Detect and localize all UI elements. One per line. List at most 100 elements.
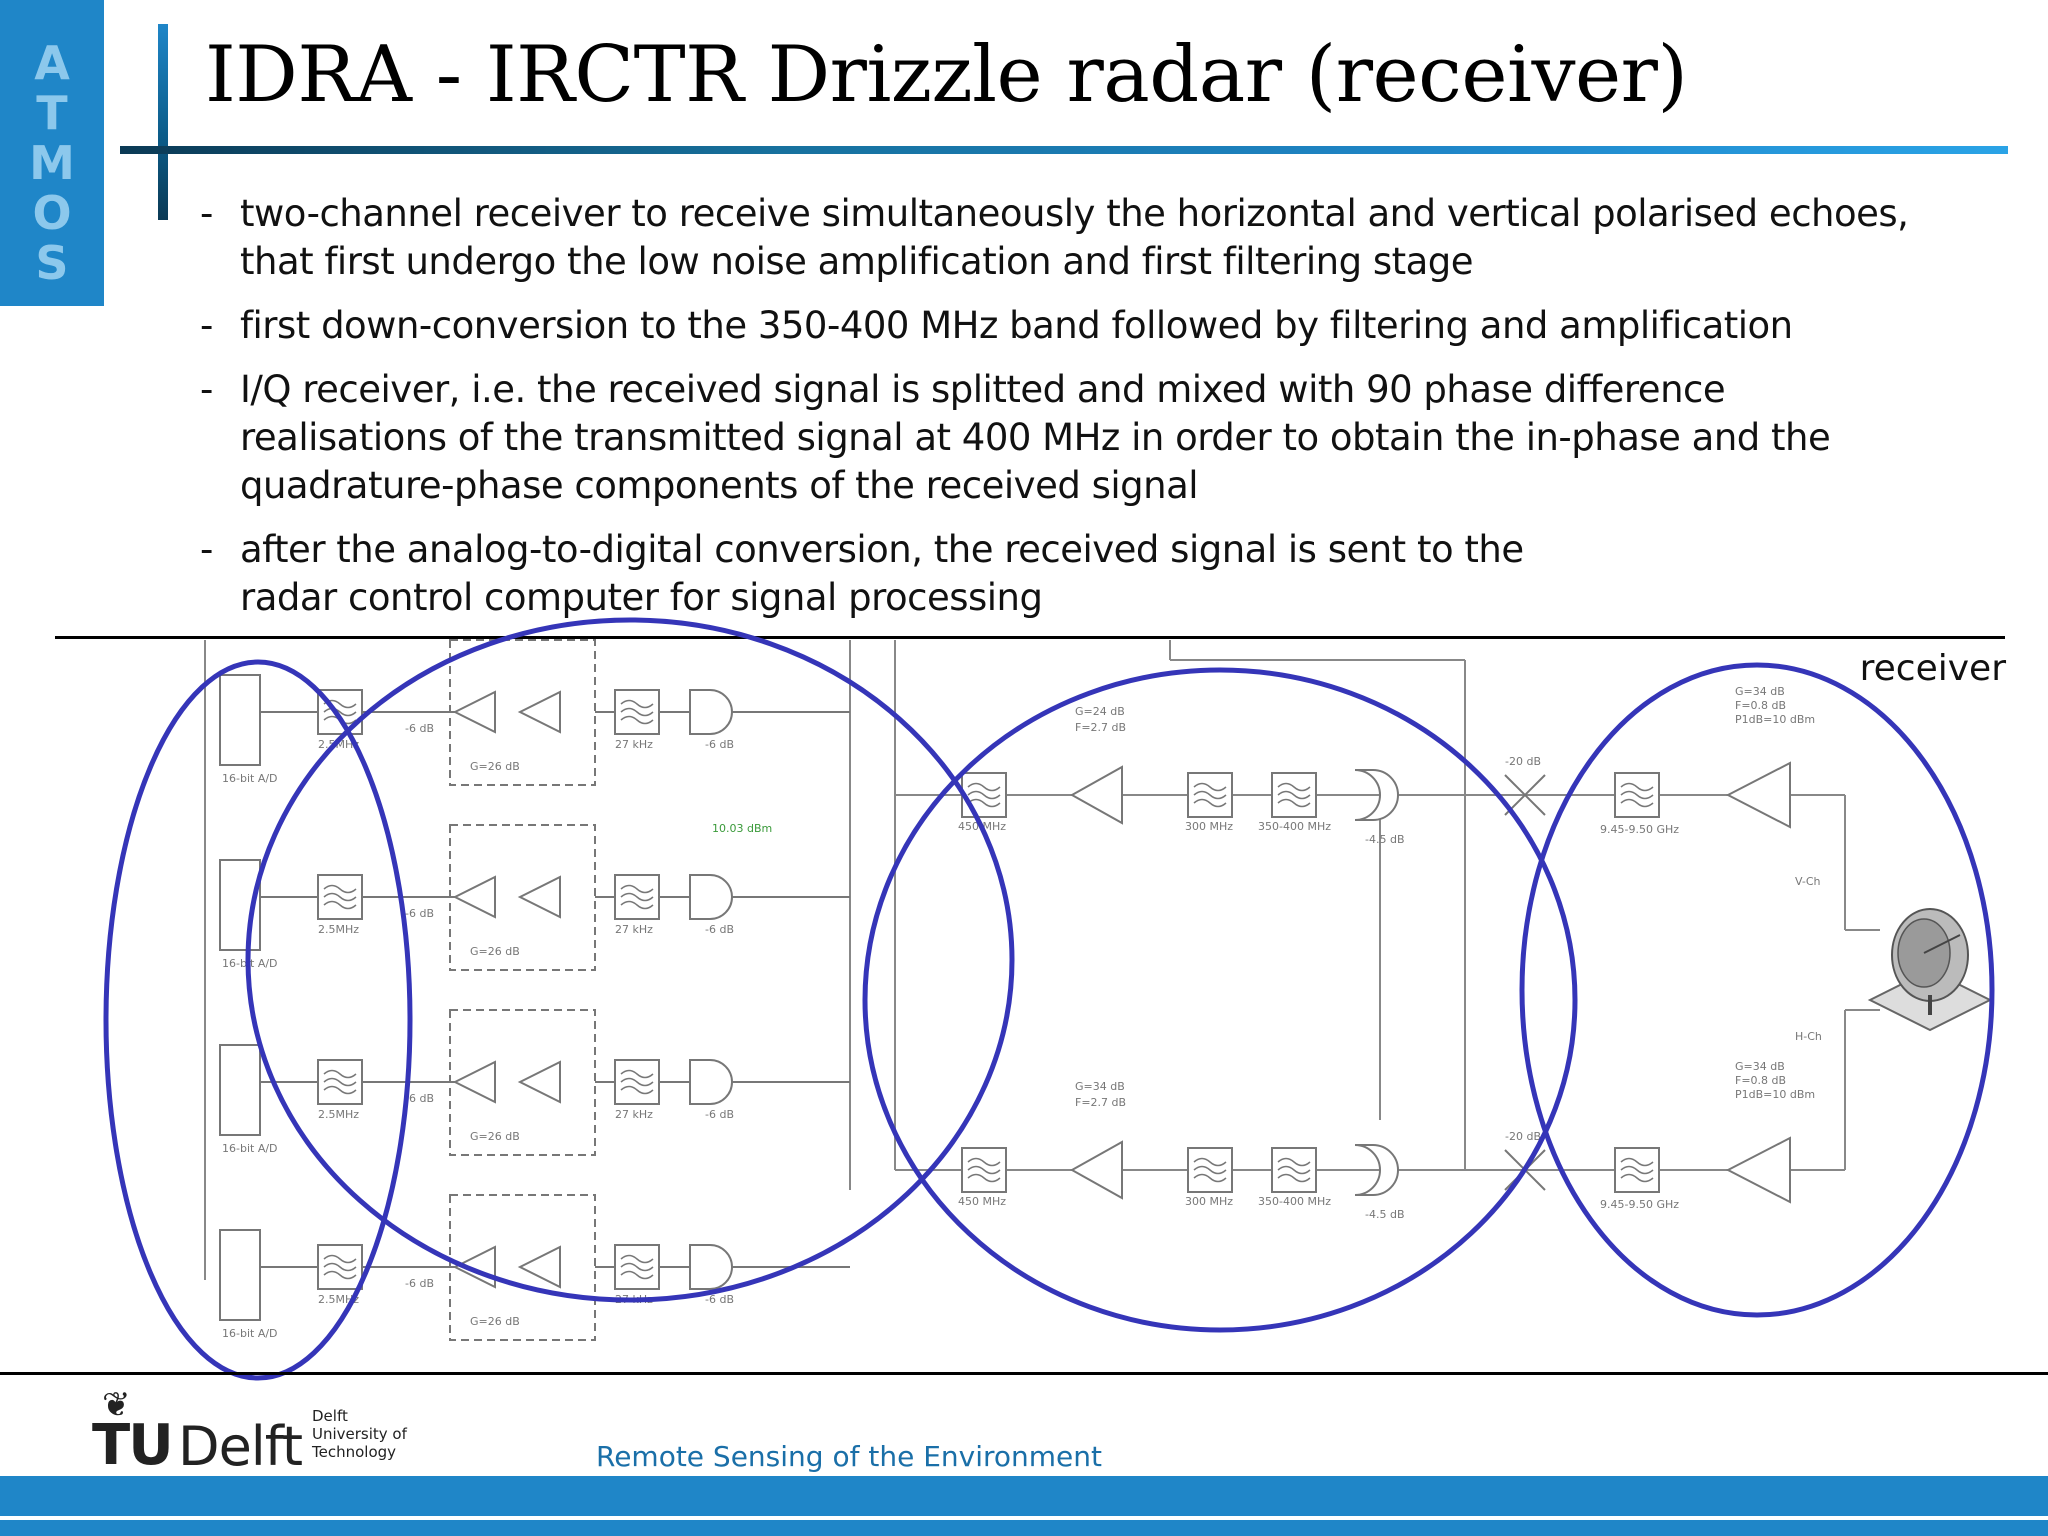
filter-wave bbox=[323, 1085, 357, 1095]
filter-wave bbox=[323, 900, 357, 910]
atmos-letter: M bbox=[29, 136, 75, 190]
coupler-label: -20 dB bbox=[1505, 755, 1541, 768]
logo-sub-line: Technology bbox=[312, 1443, 397, 1461]
filter-wave bbox=[323, 892, 357, 902]
bullet-line: I/Q receiver, i.e. the received signal i… bbox=[240, 368, 1726, 411]
bullet-dash: - bbox=[200, 192, 213, 235]
bpf-label: 2.5MHz bbox=[318, 1108, 359, 1121]
filter-wave bbox=[1277, 790, 1311, 800]
atmos-letter: A bbox=[34, 36, 70, 90]
filter-wave bbox=[620, 1270, 654, 1280]
filter-wave bbox=[620, 1262, 654, 1272]
lna-amplifier bbox=[1725, 1136, 1791, 1204]
filter-wave bbox=[1620, 790, 1654, 800]
filter-wave bbox=[1620, 798, 1654, 808]
amp-gain-label: G=26 dB bbox=[470, 760, 520, 773]
filter-wave bbox=[620, 707, 654, 717]
logo-sub-line: Delft bbox=[312, 1407, 348, 1425]
lna-group-ellipse bbox=[1519, 662, 1995, 1318]
filter-wave bbox=[1277, 782, 1311, 792]
if-filter1-label: 300 MHz bbox=[1185, 1195, 1233, 1208]
lpf-label: 27 kHz bbox=[615, 923, 653, 936]
atmos-letter: O bbox=[32, 186, 72, 240]
amp-dashed-box bbox=[449, 1194, 596, 1341]
logo-subtitle: Delft University of Technology bbox=[312, 1407, 407, 1461]
filter-wave bbox=[1193, 1157, 1227, 1167]
bullet-line: radar control computer for signal proces… bbox=[240, 576, 1043, 619]
lna-p1db: P1dB=10 dBm bbox=[1735, 713, 1815, 726]
coupler-label: -20 dB bbox=[1505, 1130, 1541, 1143]
footer-bar bbox=[0, 1476, 2048, 1516]
bullet-dash: - bbox=[200, 528, 213, 571]
if-amplifier bbox=[1069, 1140, 1123, 1200]
filter-wave bbox=[620, 900, 654, 910]
lpf-label: 27 kHz bbox=[615, 1108, 653, 1121]
adc-label: 16-bit A/D bbox=[222, 772, 278, 785]
bullet-item: - first down-conversion to the 350-400 M… bbox=[200, 302, 1880, 350]
filter-wave bbox=[323, 1270, 357, 1280]
downconversion-group-ellipse bbox=[862, 667, 1578, 1333]
amplifier-triangle bbox=[452, 875, 496, 919]
filter-wave bbox=[620, 892, 654, 902]
filter-wave bbox=[1277, 798, 1311, 808]
if-filter2-label: 350-400 MHz bbox=[1258, 820, 1331, 833]
mixer-block bbox=[689, 874, 733, 920]
mixer-label: -6 dB bbox=[705, 1108, 734, 1121]
filter-wave bbox=[323, 1077, 357, 1087]
lna-gain: G=34 dB bbox=[1735, 1060, 1785, 1073]
amp-dashed-box bbox=[449, 1009, 596, 1156]
filter-wave bbox=[967, 1165, 1001, 1175]
filter-wave bbox=[1620, 1173, 1654, 1183]
lo-level-label: 10.03 dBm bbox=[712, 822, 772, 835]
mixer-label: -6 dB bbox=[705, 923, 734, 936]
highlight-ellipses bbox=[103, 617, 1995, 1381]
title-accent-horizontal bbox=[120, 146, 2008, 154]
bullet-line: after the analog-to-digital conversion, … bbox=[240, 528, 1524, 571]
adc-group-ellipse bbox=[103, 659, 413, 1381]
adc-block bbox=[219, 1044, 261, 1136]
filter-box bbox=[1271, 772, 1317, 818]
filter-wave bbox=[1620, 1157, 1654, 1167]
filter-wave bbox=[1277, 1165, 1311, 1175]
filter-wave bbox=[620, 1069, 654, 1079]
filter-wave bbox=[620, 699, 654, 709]
if-filter2-label: 350-400 MHz bbox=[1258, 1195, 1331, 1208]
filter-wave bbox=[620, 884, 654, 894]
if-amp-gain: G=24 dB bbox=[1075, 705, 1125, 718]
amp-dashed-box bbox=[449, 824, 596, 971]
slide-title: IDRA - IRCTR Drizzle radar (receiver) bbox=[205, 30, 1688, 120]
filter-wave bbox=[967, 798, 1001, 808]
bullet-list: - two-channel receiver to receive simult… bbox=[200, 190, 1909, 638]
amp-dashed-box bbox=[449, 639, 596, 786]
bullet-dash: - bbox=[200, 368, 213, 411]
amplifier-triangle bbox=[517, 875, 561, 919]
amplifier-triangle bbox=[452, 1060, 496, 1104]
diagram-bottom-rule bbox=[0, 1372, 2048, 1375]
mixer-label: -6 dB bbox=[705, 1293, 734, 1306]
logo-delft-text: Delft bbox=[178, 1415, 303, 1478]
adc-label: 16-bit A/D bbox=[222, 1142, 278, 1155]
filter-wave bbox=[323, 884, 357, 894]
schematic-wiring bbox=[204, 640, 1880, 1280]
amplifier-triangle bbox=[452, 690, 496, 734]
mixer-loss: -4.5 dB bbox=[1365, 1208, 1405, 1221]
atmos-letter: S bbox=[35, 236, 69, 290]
attenuator-label: -6 dB bbox=[405, 1092, 434, 1105]
filter-wave bbox=[1277, 1173, 1311, 1183]
filter-wave bbox=[620, 1085, 654, 1095]
filter-wave bbox=[620, 1254, 654, 1264]
tudelft-logo: ❦ TU Delft Delft University of Technolog… bbox=[92, 1385, 432, 1478]
filter-box bbox=[1614, 1147, 1660, 1193]
bullet-item: - after the analog-to-digital conversion… bbox=[200, 526, 1880, 622]
bpf-label: 2.5MHz bbox=[318, 923, 359, 936]
bullet-line: that first undergo the low noise amplifi… bbox=[240, 240, 1474, 283]
attenuator-label: -6 dB bbox=[405, 907, 434, 920]
if-amp-nf: F=2.7 dB bbox=[1075, 721, 1126, 734]
lna-nf: F=0.8 dB bbox=[1735, 1074, 1786, 1087]
filter-wave bbox=[323, 1262, 357, 1272]
